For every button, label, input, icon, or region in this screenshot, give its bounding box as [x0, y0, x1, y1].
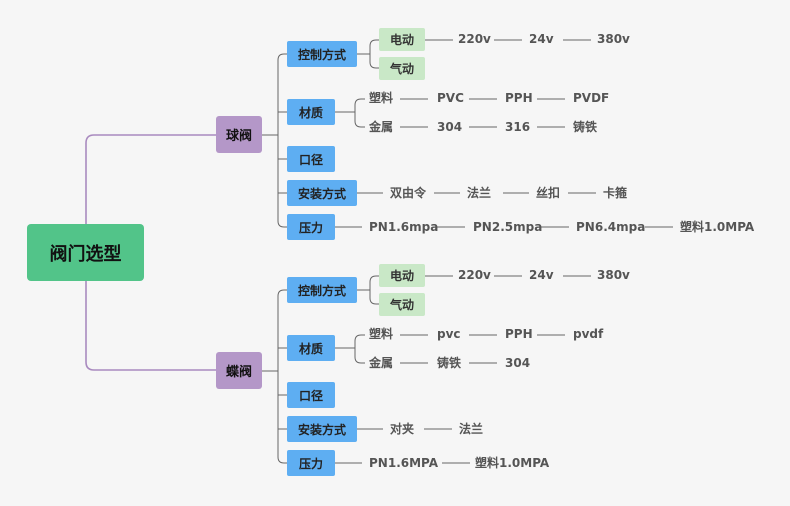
butterfly-plastic-pvc: pvc [437, 327, 461, 341]
ball-pneumatic[interactable]: 气动 [379, 57, 425, 80]
ball-l2-spine [277, 60, 287, 228]
ball-mat-bottom [354, 105, 365, 128]
butterfly-plastic: 塑料 [369, 327, 394, 341]
butterfly-material[interactable]: 材质 [287, 335, 335, 361]
butterfly-electric-24v: 24v [529, 268, 554, 282]
butterfly-pressure-pn16: PN1.6MPA [369, 456, 439, 470]
ball-install-flange: 法兰 [467, 186, 492, 200]
branch-butterfly-valve[interactable]: 蝶阀 [216, 352, 262, 389]
ball-plastic-pph: PPH [505, 91, 533, 105]
butterfly-mat-top [354, 334, 365, 342]
ball-material[interactable]: 材质 [287, 99, 335, 125]
ball-plastic-pvdf: PVDF [573, 91, 610, 105]
ball-plastic: 塑料 [369, 91, 394, 105]
butterfly-metal-304: 304 [505, 356, 531, 370]
butterfly-electric[interactable]: 电动 [379, 264, 425, 287]
ball-pressure-pn16: PN1.6mpa [369, 220, 439, 234]
butterfly-mat-bottom [354, 341, 365, 364]
ball-pressure[interactable]: 压力 [287, 214, 335, 240]
ball-pressure-pn64: PN6.4mpa [576, 220, 646, 234]
ball-electric[interactable]: 电动 [379, 28, 425, 51]
butterfly-pressure-plastic: 塑料1.0MPA [475, 456, 550, 470]
ball-mode-top [369, 39, 379, 47]
butterfly-install-wafer: 对夹 [390, 422, 415, 436]
ball-metal-316: 316 [505, 120, 531, 134]
ball-pressure-pn25: PN2.5mpa [473, 220, 543, 234]
butterfly-install-method[interactable]: 安装方式 [287, 416, 357, 442]
ball-install-clamp: 卡箍 [603, 186, 628, 200]
butterfly-mode-top [369, 275, 379, 283]
ball-metal-cast-iron: 铸铁 [573, 120, 598, 134]
ball-mode-bottom [369, 46, 379, 69]
butterfly-diameter[interactable]: 口径 [287, 382, 335, 408]
ball-pressure-plastic: 塑料1.0MPA [680, 220, 755, 234]
butterfly-plastic-pph: PPH [505, 327, 533, 341]
butterfly-pressure[interactable]: 压力 [287, 450, 335, 476]
ball-electric-220v: 220v [458, 32, 491, 46]
branch-ball-valve[interactable]: 球阀 [216, 116, 262, 153]
butterfly-pneumatic[interactable]: 气动 [379, 293, 425, 316]
butterfly-electric-380v: 380v [597, 268, 630, 282]
root-link-ball [85, 134, 216, 224]
ball-install-thread: 丝扣 [536, 186, 561, 200]
ball-install-method[interactable]: 安装方式 [287, 180, 357, 206]
ball-electric-24v: 24v [529, 32, 554, 46]
ball-mat-top [354, 98, 365, 106]
root-node[interactable]: 阀门选型 [27, 224, 144, 281]
ball-control-mode[interactable]: 控制方式 [287, 41, 357, 67]
butterfly-metal-cast-iron: 铸铁 [437, 356, 462, 370]
butterfly-control-mode[interactable]: 控制方式 [287, 277, 357, 303]
butterfly-electric-220v: 220v [458, 268, 491, 282]
ball-electric-380v: 380v [597, 32, 630, 46]
butterfly-metal: 金属 [369, 356, 394, 370]
root-link-butterfly [85, 281, 216, 371]
butterfly-plastic-pvdf: pvdf [573, 327, 604, 341]
ball-plastic-pvc: PVC [437, 91, 464, 105]
butterfly-install-flange: 法兰 [459, 422, 484, 436]
ball-l2-top [277, 53, 287, 61]
ball-metal-304: 304 [437, 120, 463, 134]
butterfly-l2-spine [277, 296, 287, 464]
butterfly-mode-bottom [369, 282, 379, 305]
ball-diameter[interactable]: 口径 [287, 146, 335, 172]
butterfly-l2-top [277, 289, 287, 297]
ball-metal: 金属 [369, 120, 394, 134]
ball-install-union: 双由令 [390, 186, 427, 200]
